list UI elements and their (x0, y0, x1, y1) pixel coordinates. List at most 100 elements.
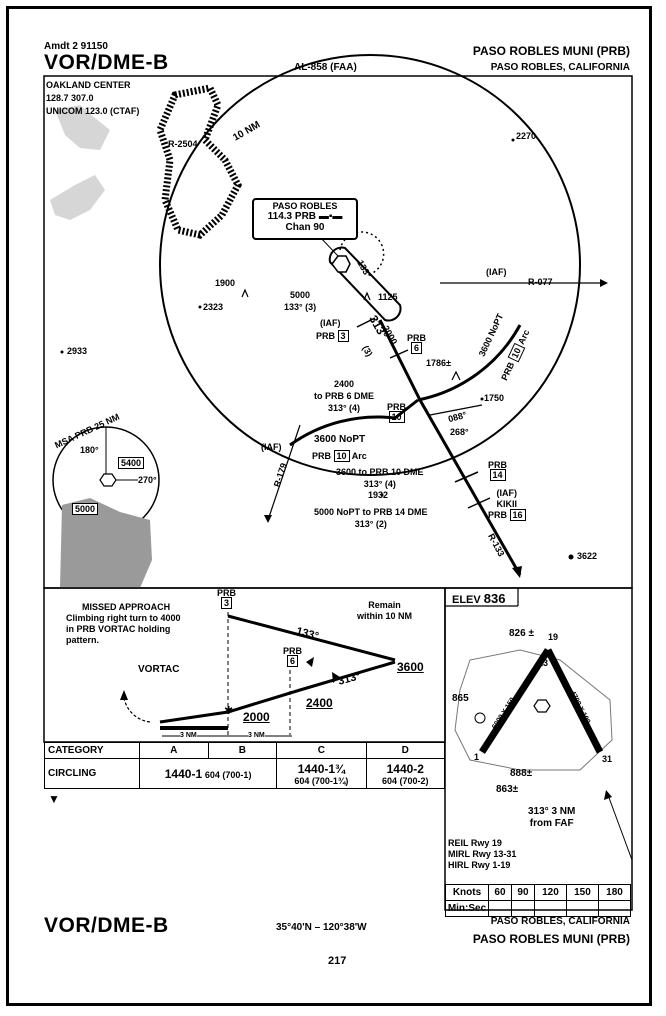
profile-alt-2000: 2000 (243, 710, 270, 724)
rwy-1-label: 1 (474, 752, 480, 762)
fix-tick (389, 349, 409, 359)
terrain-shade (60, 498, 152, 588)
speed-table: Knots 60 90 120 150 180 Min:Sec (445, 884, 632, 917)
elev-863: 863± (496, 784, 519, 795)
msa-270: 270° (138, 475, 157, 485)
comms-center: OAKLAND CENTER (46, 80, 131, 90)
hold-course: 133° (3) (284, 302, 317, 312)
chart-frame (6, 6, 652, 1006)
arc-west (289, 398, 419, 447)
elev-1786: 1786± (426, 358, 451, 368)
knots-value: 60 (488, 884, 512, 901)
svg-text:✱: ✱ (224, 704, 233, 717)
lighting-notes: REIL Rwy 19 MIRL Rwy 13-31 HIRL Rwy 1-19 (448, 838, 517, 870)
elev-2323: 2323 (203, 302, 224, 312)
knots-value: 150 (565, 884, 599, 901)
fix-tick (454, 471, 479, 483)
elev-865: 865 (452, 693, 469, 704)
morse-code-icon: ▬▪▬ (318, 211, 343, 222)
course-268-label: 268° (450, 427, 469, 437)
elev-1125: 1125 (378, 292, 398, 302)
vortac-freq: 114.3 (267, 211, 293, 222)
missed-approach-text: MISSED APPROACH Climbing right turn to 4… (66, 602, 181, 645)
vortac-name: PASO ROBLES (272, 201, 338, 211)
iaf-east: (IAF) (486, 267, 507, 277)
arc-west-fix: PRB 10 Arc (312, 450, 367, 462)
terrain-shade (55, 105, 110, 150)
elev-3622: 3622 (577, 551, 598, 561)
rwy-19-label: 19 (548, 632, 559, 642)
vortac-info-box: PASO ROBLES 114.3 PRB ▬▪▬ Chan 90 (252, 198, 358, 240)
knots-value: 120 (533, 884, 567, 901)
msa-5400: 5400 (118, 457, 145, 469)
elev-2270: 2270 (516, 131, 537, 141)
airport-city: PASO ROBLES, CALIFORNIA (490, 62, 630, 73)
restricted-label: R-2504 (168, 139, 198, 149)
arrow-icon (600, 279, 608, 287)
rwy-13-label: 13 (538, 658, 549, 668)
radial-179 (267, 424, 301, 521)
radial-077-label: R-077 (528, 277, 553, 287)
chart-id: AL-858 (FAA) (294, 62, 357, 73)
elev-2933: 2933 (67, 346, 88, 356)
footer-procedure: VOR/DME-B (44, 914, 169, 937)
procedure-title: VOR/DME-B (44, 51, 169, 74)
iaf-west: (IAF) (261, 442, 282, 452)
elev-826: 826 ± (509, 628, 534, 639)
page-number: 217 (328, 955, 347, 967)
rwy-31-label: 31 (602, 754, 613, 764)
profile-nm-a: 3 NM (180, 732, 197, 739)
elev-label: ELEV 836 (452, 591, 506, 606)
min-row-label: CIRCLING (44, 758, 140, 789)
airport-name: PASO ROBLES MUNI (PRB) (472, 44, 630, 58)
vortac-chan: Chan 90 (285, 222, 325, 233)
footer-city: PASO ROBLES, CALIFORNIA (490, 916, 630, 927)
profile-alt-2400: 2400 (306, 696, 333, 710)
ten-nm-ring (159, 54, 581, 476)
vortac-leader (319, 236, 339, 257)
minimums-table: CATEGORY A B C D CIRCLING 1440-1 604 (70… (44, 742, 446, 789)
elev-1750: 1750 (484, 393, 505, 403)
profile-nm-b: 3 NM (248, 732, 265, 739)
minsec-label: Min:Sec (445, 900, 489, 917)
course-088 (429, 404, 483, 416)
footer-airport: PASO ROBLES MUNI (PRB) (472, 932, 630, 946)
arrow-icon (512, 566, 522, 578)
missed-track (339, 231, 385, 276)
arc-east (417, 324, 522, 402)
elev-888: 888± (510, 768, 533, 779)
msa-vortac-icon (99, 473, 117, 487)
profile-alt-3600: 3600 (397, 660, 424, 674)
terrain-shade (50, 175, 105, 220)
fix-tick (467, 497, 491, 509)
triangle-t-icon: ▼ (48, 792, 60, 806)
elev-1900: 1900 (215, 278, 236, 288)
knots-label: Knots (445, 884, 489, 901)
min-cell-ab: 1440-1 604 (700-1) (138, 758, 278, 789)
elev-1932: 1932 (368, 490, 389, 500)
comms-freqs: 128.7 307.0 (46, 93, 94, 103)
msa-5000: 5000 (72, 503, 99, 515)
arc-west-alt: 3600 NoPT (314, 434, 366, 445)
profile-vortac: VORTAC (138, 664, 180, 675)
amendment: Amdt 2 91150 (44, 41, 108, 52)
msa-180: 180° (80, 445, 99, 455)
knots-value: 180 (597, 884, 632, 901)
fix-prb3: PRB 3 (316, 330, 349, 342)
arrow-icon (264, 515, 272, 523)
fix-tick (356, 317, 376, 328)
